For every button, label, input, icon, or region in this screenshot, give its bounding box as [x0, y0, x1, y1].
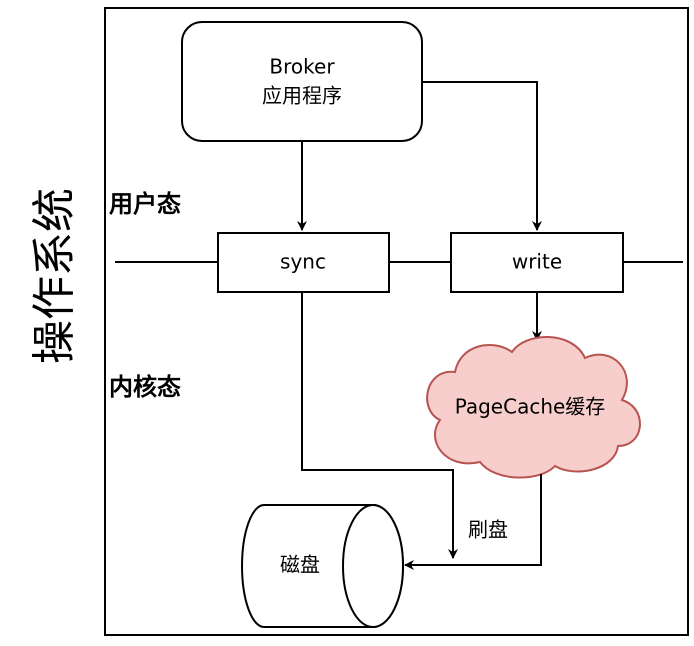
os-title: 操作系统 [29, 188, 80, 364]
sync-box [217, 232, 390, 293]
disk-label: 磁盘 [280, 553, 320, 577]
pagecache-label: PageCache缓存 [455, 395, 606, 419]
arrow-pagecache-flush [404, 474, 542, 570]
disk-end [342, 504, 404, 628]
sync-label: sync [280, 250, 326, 274]
os-boundary [104, 7, 689, 636]
kernel-mode-label: 内核态 [109, 373, 181, 401]
pagecache-cloud [426, 336, 641, 479]
arrow-broker-to-write [422, 81, 542, 231]
write-label: write [512, 250, 562, 274]
flush-label: 刷盘 [468, 518, 508, 542]
user-mode-label: 用户态 [109, 190, 181, 218]
broker-sublabel: 应用程序 [262, 84, 342, 108]
broker-box [181, 21, 423, 142]
broker-label: Broker [269, 55, 335, 79]
arrow-sync-flush [301, 292, 458, 559]
